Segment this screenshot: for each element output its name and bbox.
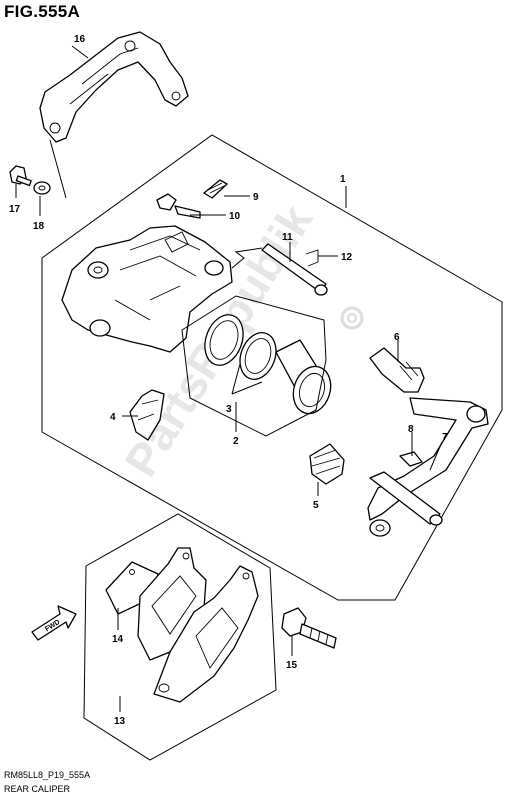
part-17-bolt[interactable] [9, 165, 32, 187]
assembly-1-outline [41, 134, 503, 601]
figure-title: FIG.555A [4, 2, 81, 21]
pad-set-outline [83, 513, 277, 761]
piston-group-outline [181, 295, 327, 437]
part-16-caliper-bracket[interactable] [39, 31, 189, 143]
caliper-body[interactable] [61, 225, 233, 353]
callout-labels: 1 2 3 4 5 6 7 8 9 10 11 12 13 14 15 16 1… [9, 34, 448, 727]
part-5-dust-boot[interactable] [309, 443, 345, 485]
leader-bracket-bolt [49, 139, 67, 199]
brake-pad-inner[interactable] [137, 547, 207, 661]
leader-caliper-pin [231, 247, 263, 269]
callout-17: 17 [9, 204, 21, 215]
callout-13: 13 [114, 716, 126, 727]
part-4-pad-spring[interactable] [129, 389, 165, 441]
callout-5: 5 [313, 500, 319, 511]
part-8-spring-clip[interactable] [399, 451, 423, 467]
part-3-piston-seal-outer[interactable] [198, 309, 250, 370]
callout-3: 3 [226, 404, 232, 415]
callout-10: 10 [229, 211, 241, 222]
part-6-slide-boot[interactable] [369, 347, 425, 393]
leader-lines [15, 45, 443, 712]
callout-9: 9 [253, 192, 259, 203]
part-2-piston[interactable] [275, 339, 337, 418]
figure-code: RM85LL8_P19_555A [4, 770, 91, 780]
part-3-piston-seal-inner[interactable] [234, 328, 282, 385]
watermark-gear-icon [340, 306, 364, 330]
part-9-bleeder-valve[interactable] [203, 179, 228, 199]
part-11-slide-pin[interactable] [261, 243, 328, 296]
callout-11: 11 [282, 232, 293, 243]
part-10-bleeder-cap[interactable] [156, 193, 201, 219]
callout-14: 14 [112, 634, 124, 645]
part-18-washer[interactable] [33, 181, 51, 195]
callout-7: 7 [442, 432, 448, 443]
callout-15: 15 [286, 660, 298, 671]
callout-18: 18 [33, 221, 45, 232]
fwd-arrow-icon: FWD [31, 605, 77, 641]
callout-6: 6 [394, 332, 400, 343]
callout-2: 2 [233, 436, 239, 447]
callout-4: 4 [110, 412, 116, 423]
callout-16: 16 [74, 34, 86, 45]
part-15-mounting-bolt[interactable] [281, 607, 337, 649]
callout-1: 1 [340, 174, 346, 185]
part-12-pin-clip[interactable] [305, 249, 319, 267]
brake-pad-outer[interactable] [153, 565, 259, 703]
leader-seal-3 [231, 363, 263, 395]
figure-caption: REAR CALIPER [4, 784, 71, 794]
callout-12: 12 [341, 252, 353, 263]
callout-8: 8 [408, 424, 414, 435]
